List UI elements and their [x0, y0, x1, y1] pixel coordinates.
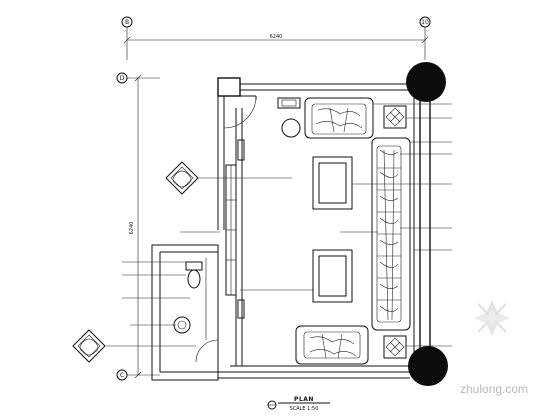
column-top-right [406, 62, 446, 102]
entrance-door [223, 95, 257, 129]
column-bottom-right [408, 346, 448, 386]
plant-left-top [165, 161, 199, 195]
walls [151, 77, 431, 381]
side-table-bottom-right [383, 335, 407, 359]
side-table-top-right [383, 105, 407, 129]
toilet [185, 261, 203, 289]
round-table [281, 118, 301, 138]
long-sofa [371, 137, 411, 331]
tea-table-bottom [312, 249, 353, 303]
tea-table-top [312, 156, 353, 210]
plan-title-block: PLAN SCALE 1:50 [267, 396, 330, 412]
plan-title: PLAN [294, 396, 314, 403]
plan-scale: SCALE 1:50 [290, 406, 319, 412]
watermark-text: zhulong.com [460, 382, 528, 396]
wardrobe [225, 139, 245, 319]
watermark-logo-icon [474, 300, 510, 336]
washbasin [173, 316, 191, 334]
leader-lines-left [106, 177, 378, 347]
axis-label-left-top: D [120, 75, 125, 82]
armchair-bottom [295, 325, 369, 365]
tv-cabinet [277, 97, 301, 109]
bathroom-door [195, 339, 219, 363]
axis-label-left-bottom: C [120, 372, 124, 379]
dimension-left-text: 6240 [129, 222, 135, 235]
armchair-top [304, 97, 374, 139]
plant-left-bottom [72, 329, 106, 363]
axis-grid: B 10 6240 D C 6240 [116, 16, 431, 381]
dimension-top-text: 6240 [270, 34, 283, 40]
axis-label-top-right: 10 [421, 19, 429, 26]
axis-label-top-left: B [125, 19, 129, 26]
leader-lines-right [352, 103, 452, 347]
